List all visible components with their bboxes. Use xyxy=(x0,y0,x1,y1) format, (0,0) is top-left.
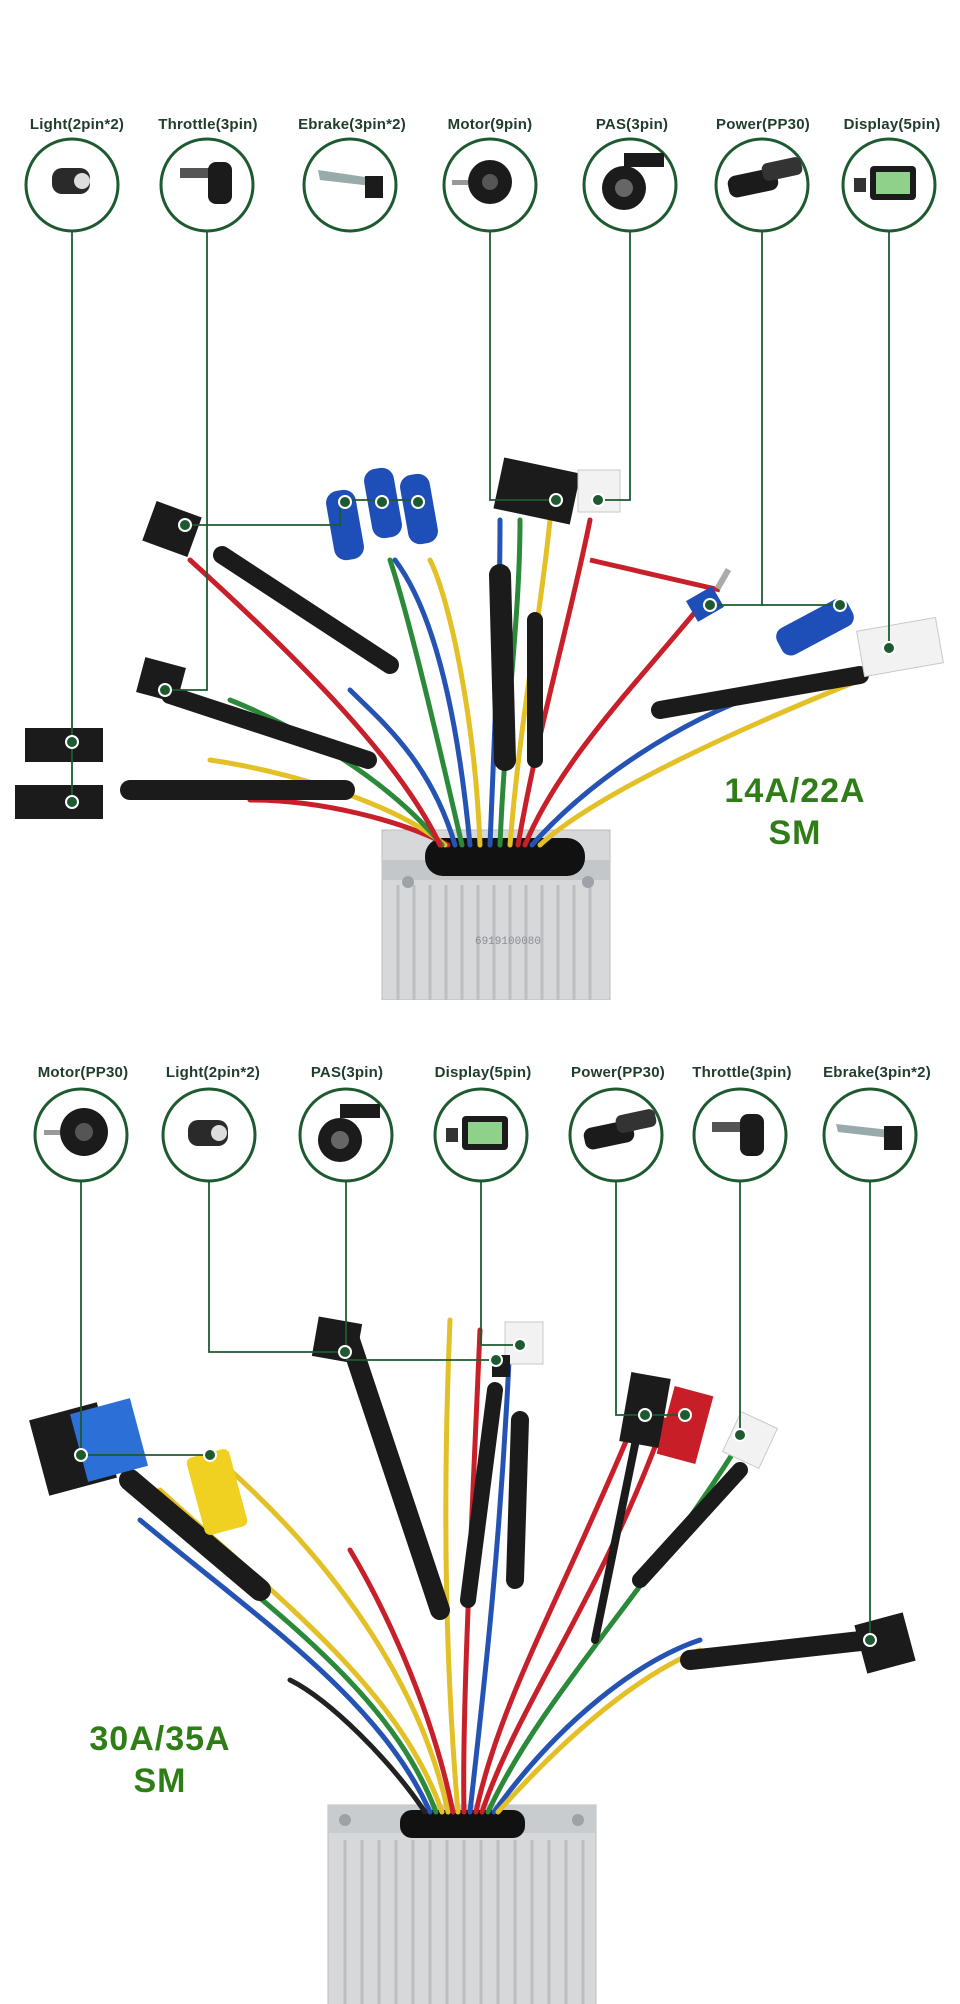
heatshrink-top xyxy=(120,546,869,800)
panel-30a-35a: Motor(PP30) Light(2pin*2) PAS(3pin) Disp… xyxy=(0,1000,960,2004)
label-power: Power(PP30) xyxy=(716,116,810,133)
callout-dots-bottom xyxy=(74,1338,877,1647)
light-icon xyxy=(188,1120,228,1146)
ebrake-icon xyxy=(836,1124,902,1150)
label-pas: PAS(3pin) xyxy=(595,116,669,133)
label-pas: PAS(3pin) xyxy=(310,1064,384,1081)
display-icon xyxy=(854,166,916,200)
connector-ebrake-bottom xyxy=(854,1612,916,1674)
callout-dots-top xyxy=(65,493,896,809)
light-icon xyxy=(52,168,90,194)
connector-power-top xyxy=(686,567,854,656)
connector-throttle-bottom xyxy=(721,1410,779,1470)
model-badge-bottom: 30A/35A SM xyxy=(55,1718,265,1802)
heatshrink-bottom xyxy=(119,1330,880,1670)
ebrake-icon xyxy=(318,170,383,198)
controller-serial: 6919100080 xyxy=(475,936,541,948)
model-type-bottom: SM xyxy=(133,1762,187,1800)
model-amps-bottom: 30A/35A xyxy=(89,1720,231,1758)
label-power: Power(PP30) xyxy=(571,1064,665,1081)
connector-motor-top xyxy=(493,457,581,525)
label-motor: Motor(PP30) xyxy=(37,1064,129,1081)
display-icon xyxy=(446,1116,508,1150)
callout-lines-bottom xyxy=(80,1181,871,1640)
wire-bundle-bottom xyxy=(137,1317,738,1815)
label-light: Light(2pin*2) xyxy=(29,116,125,133)
label-throttle: Throttle(3pin) xyxy=(692,1064,792,1081)
label-display: Display(5pin) xyxy=(434,1064,532,1081)
connector-display-top xyxy=(856,616,944,678)
controller-body-bottom xyxy=(327,1804,597,2004)
motor-icon xyxy=(452,160,512,204)
label-ebrake: Ebrake(3pin*2) xyxy=(823,1064,931,1081)
label-light: Light(2pin*2) xyxy=(165,1064,261,1081)
throttle-icon xyxy=(712,1114,764,1156)
connector-motor-bottom xyxy=(29,1398,248,1535)
label-motor: Motor(9pin) xyxy=(447,116,533,133)
model-amps-top: 14A/22A xyxy=(724,772,866,810)
model-type-top: SM xyxy=(768,814,822,852)
motor-icon xyxy=(44,1108,108,1156)
connector-pas-bottom xyxy=(311,1316,363,1364)
label-throttle: Throttle(3pin) xyxy=(158,116,258,133)
panel-14a-22a: Light(2pin*2) Throttle(3pin) Ebrake(3pin… xyxy=(0,0,960,1000)
pas-sensor-icon xyxy=(602,153,664,210)
model-badge-top: 14A/22A SM xyxy=(690,770,900,854)
wiring-diagram-top: 6919100080 xyxy=(15,137,944,1000)
connector-throttle-top xyxy=(142,501,202,557)
connector-light-top xyxy=(15,728,103,819)
callout-lines-top xyxy=(71,231,890,800)
power-connector-icon xyxy=(727,157,803,198)
throttle-icon xyxy=(180,162,232,204)
wiring-diagram-bottom xyxy=(29,1087,918,2004)
power-connector-icon xyxy=(583,1109,657,1150)
pas-sensor-icon xyxy=(318,1104,380,1162)
label-ebrake: Ebrake(3pin*2) xyxy=(298,116,406,133)
label-display: Display(5pin) xyxy=(843,116,941,133)
connector-display-female-top xyxy=(136,657,186,703)
connector-ebrake-blue-top xyxy=(326,467,438,561)
controller-body: 6919100080 xyxy=(381,829,611,1000)
